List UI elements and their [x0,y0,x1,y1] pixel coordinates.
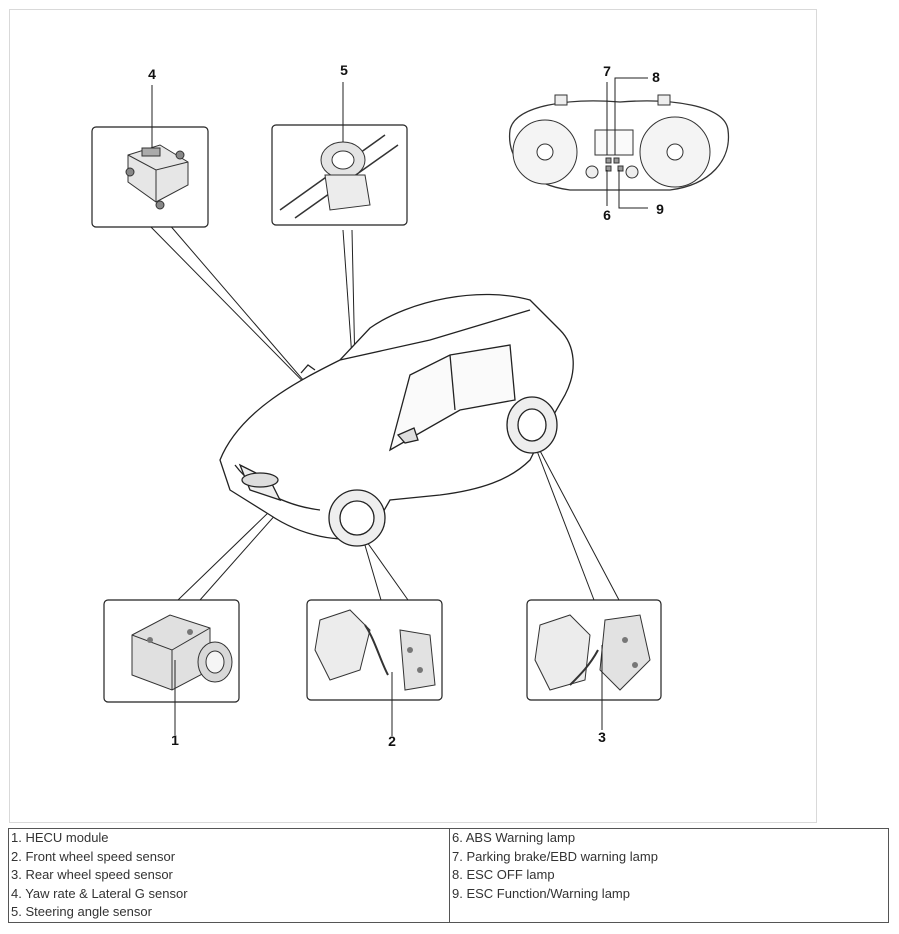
detail-box-rear-wheel-sensor [526,599,662,730]
instrument-cluster [508,77,730,209]
car-illustration [219,293,574,547]
callout-6: 6 [603,207,611,223]
detail-box-yaw-sensor [91,85,209,228]
callout-4: 4 [148,66,156,82]
legend-item-9: 9. ESC Function/Warning lamp [452,885,630,901]
callout-3: 3 [598,729,606,745]
detail-box-steering-sensor [271,82,408,226]
diagram-canvas: 4 5 7 8 6 9 1 2 3 [91,62,730,749]
legend-item-5: 5. Steering angle sensor [11,904,152,920]
legend-table: 1. HECU module 2. Front wheel speed sens… [8,828,889,923]
callout-1: 1 [171,732,179,748]
legend-item-3: 3. Rear wheel speed sensor [11,867,173,883]
legend-item-7: 7. Parking brake/EBD warning lamp [452,848,658,864]
callout-5: 5 [340,62,348,78]
component-location-diagram: 4 5 7 8 6 9 1 2 3 [9,9,817,823]
legend-column-right: 6. ABS Warning lamp 7. Parking brake/EBD… [450,829,889,923]
legend-item-8: 8. ESC OFF lamp [452,867,555,883]
legend-item-4: 4. Yaw rate & Lateral G sensor [11,885,188,901]
legend-item-6: 6. ABS Warning lamp [452,830,576,845]
detail-box-front-wheel-sensor [306,599,443,736]
legend-column-left: 1. HECU module 2. Front wheel speed sens… [8,828,450,923]
callout-2: 2 [388,733,396,749]
callout-8: 8 [652,69,660,85]
legend-item-2: 2. Front wheel speed sensor [11,848,176,864]
legend-item-1: 1. HECU module [11,830,109,845]
detail-box-hecu [103,599,240,735]
callout-9: 9 [656,201,664,217]
callout-7: 7 [603,63,611,79]
